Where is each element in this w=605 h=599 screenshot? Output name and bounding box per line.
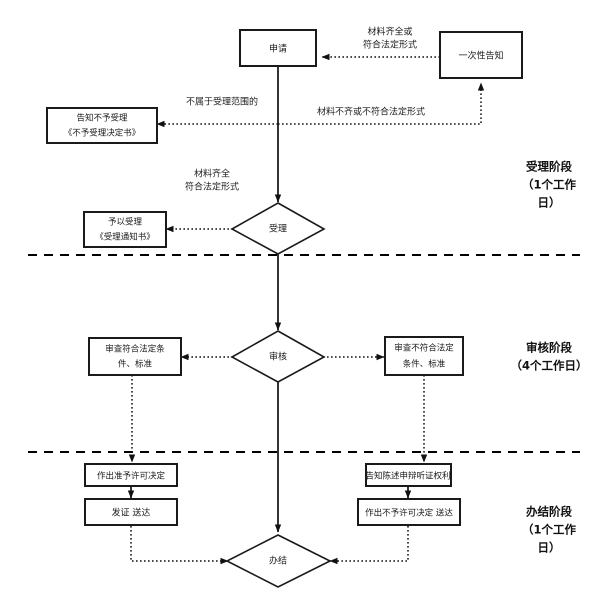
node-finish-decision-shape (225, 534, 332, 588)
stage-label-finish: 办结阶段 （1个工作 日） (522, 505, 577, 555)
stage-label-accept-line3: 日） (538, 196, 561, 210)
node-do-accept-notice[interactable]: 予以受理 《受理通知书》 (83, 211, 167, 248)
node-deny-decision[interactable]: 作出不予许可决定 送达 (357, 498, 461, 526)
node-fails-conditions-label-line2: 条件、标准 (403, 359, 446, 370)
node-meets-conditions-label-line2: 件、标准 (118, 359, 153, 370)
stage-label-accept-line1: 受理阶段 (526, 160, 572, 174)
node-fails-conditions-label-line1: 审查不符合法定 (394, 343, 454, 354)
edge-deny-to-finish (329, 526, 409, 565)
node-apply[interactable]: 申请 (239, 29, 317, 67)
node-issue-and-serve-label: 发证 送达 (112, 507, 151, 519)
stage-label-review-line2: （4个工作日） (510, 359, 587, 373)
node-meets-conditions-box (88, 337, 182, 376)
node-one-time-notice[interactable]: 一次性告知 (439, 31, 523, 79)
node-finish-decision[interactable]: 办结 (225, 534, 332, 588)
edge-label-materials-incomplete: 材料不齐或不符合法定形式 (317, 106, 425, 118)
node-grant-decision-box (84, 463, 178, 487)
node-deny-decision-label: 作出不予许可决定 送达 (365, 508, 453, 519)
edge-label-materials-complete-or-line2: 符合法定形式 (363, 39, 417, 51)
node-accept-decision[interactable]: 受理 (230, 202, 326, 255)
stage-label-finish-line1: 办结阶段 (526, 505, 572, 519)
node-issue-and-serve-box (84, 498, 178, 526)
node-accept-decision-shape (230, 202, 326, 255)
node-no-accept-notice-label-line1: 告知不予受理 (76, 113, 128, 124)
edge-label-materials-complete-line2: 符合法定形式 (185, 181, 239, 193)
node-do-accept-notice-box (83, 211, 167, 248)
node-one-time-notice-label: 一次性告知 (458, 50, 503, 62)
edge-label-materials-complete-line1: 材料齐全 (194, 168, 230, 180)
stage-label-review: 审核阶段 （4个工作日） (510, 341, 587, 373)
stage-label-finish-line2: （1个工作 (522, 523, 577, 537)
node-no-accept-notice-label-line2: 《不予受理决定书》 (64, 128, 141, 139)
node-rights-notice-label: 告知陈述申辩听证权利 (365, 471, 450, 482)
node-apply-label: 申请 (269, 43, 287, 55)
stage-label-accept-line2: （1个工作 (522, 178, 577, 192)
node-grant-decision-label: 作出准予许可决定 (97, 471, 166, 482)
node-grant-decision[interactable]: 作出准予许可决定 (84, 463, 178, 487)
node-meets-conditions-label-line1: 审查符合法定条 (105, 344, 165, 355)
node-no-accept-notice[interactable]: 告知不予受理 《不予受理决定书》 (46, 107, 158, 144)
node-issue-and-serve[interactable]: 发证 送达 (84, 498, 178, 526)
node-do-accept-notice-label-line1: 予以受理 (108, 217, 143, 228)
edge-label-out-of-scope: 不属于受理范围的 (186, 96, 258, 108)
edge-apply-to-onetime (278, 82, 485, 125)
node-fails-conditions[interactable]: 审查不符合法定 条件、标准 (384, 336, 464, 376)
edge-issue-to-finish (130, 526, 229, 565)
stage-label-accept: 受理阶段 （1个工作 日） (522, 160, 577, 210)
node-accept-decision-label: 受理 (269, 223, 287, 235)
node-do-accept-notice-label-line2: 《受理通知书》 (95, 232, 155, 243)
node-no-accept-notice-box (46, 107, 158, 144)
node-fails-conditions-box (384, 336, 464, 376)
node-deny-decision-box (357, 498, 461, 526)
node-one-time-notice-box (439, 31, 523, 79)
node-review-decision-label: 审核 (269, 351, 287, 363)
node-meets-conditions[interactable]: 审查符合法定条 件、标准 (88, 337, 182, 376)
node-review-decision-shape (230, 330, 326, 383)
node-rights-notice[interactable]: 告知陈述申辩听证权利 (365, 463, 452, 487)
node-review-decision[interactable]: 审核 (230, 330, 326, 383)
edge-label-materials-complete-or-line1: 材料齐全或 (367, 26, 412, 38)
node-apply-box (239, 29, 317, 67)
stage-label-finish-line3: 日） (538, 541, 561, 555)
stage-label-review-line1: 审核阶段 (526, 341, 572, 355)
node-finish-decision-label: 办结 (269, 555, 287, 567)
node-rights-notice-box (365, 463, 452, 487)
